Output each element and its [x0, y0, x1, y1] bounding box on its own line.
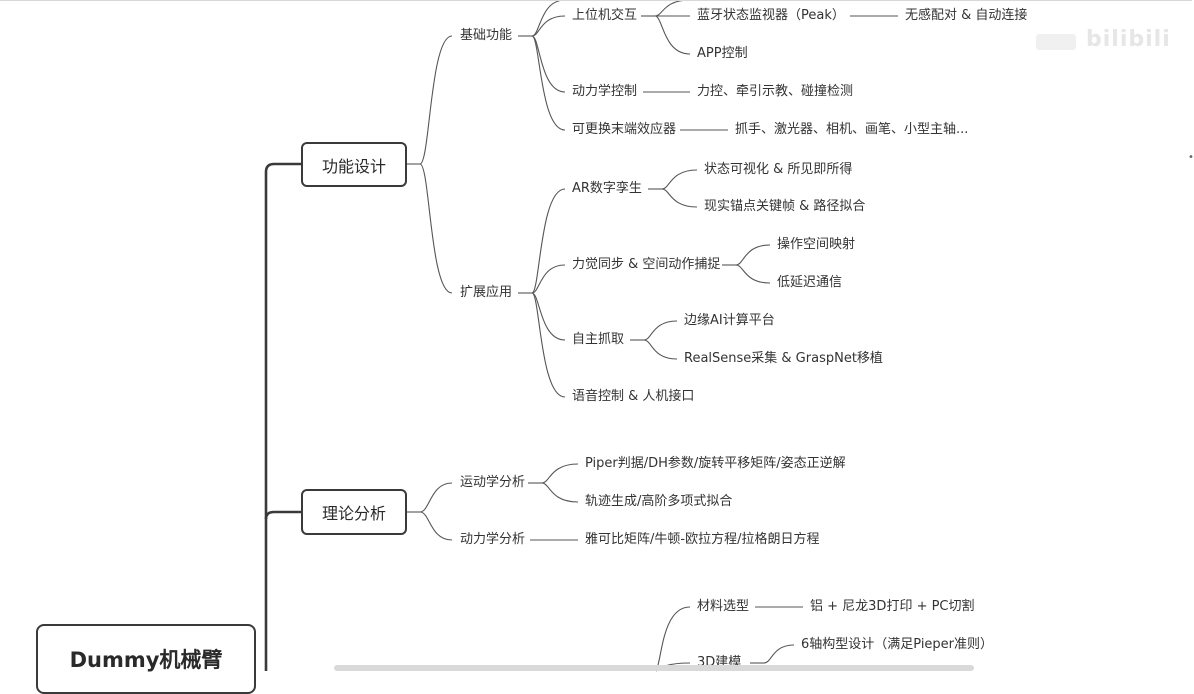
node-ar[interactable]: AR数字孪生 [572, 181, 642, 196]
connector-ext-force [531, 264, 566, 294]
node-theory[interactable]: 理论分析 [301, 489, 407, 535]
connector-ext-ar [531, 188, 566, 294]
node-root[interactable]: Dummy机械臂 [36, 624, 256, 694]
node-kin-1[interactable]: Piper判据/DH参数/旋转平移矩阵/姿态正逆解 [585, 456, 846, 471]
connector-theory-dyn [419, 511, 453, 541]
watermark: bilibili [1086, 27, 1171, 52]
node-func-design-label: 功能设计 [321, 156, 386, 176]
connector-basic-effector [531, 35, 566, 131]
node-model-1[interactable]: 6轴构型设计（满足Pieper准则） [801, 637, 994, 652]
connector-host-top [654, 0, 691, 17]
connector-basic-top [531, 0, 566, 37]
connector-kin-2 [541, 482, 579, 503]
node-force[interactable]: 力觉同步 & 空间动作捕捉 [572, 257, 721, 272]
connector-ar-2 [661, 188, 698, 208]
connector-root-func [264, 162, 302, 671]
horizontal-scrollbar[interactable] [334, 665, 974, 671]
node-host[interactable]: 上位机交互 [572, 8, 638, 23]
connector-hw-material [655, 606, 691, 672]
node-kinematics[interactable]: 运动学分析 [460, 475, 526, 490]
node-voice[interactable]: 语音控制 & 人机接口 [572, 389, 695, 404]
connector-grasp-2 [643, 339, 678, 360]
node-dyn-analysis[interactable]: 动力学分析 [460, 532, 526, 547]
connector-ext-grasp [531, 292, 566, 341]
node-grasp[interactable]: 自主抓取 [572, 332, 625, 347]
node-material-1[interactable]: 铝 + 尼龙3D打印 + PC切割 [810, 599, 975, 614]
node-force-2[interactable]: 低延迟通信 [777, 275, 843, 290]
node-ext[interactable]: 扩展应用 [460, 285, 513, 300]
node-dynamics-control[interactable]: 动力学控制 [572, 84, 638, 99]
connector-force-2 [735, 264, 771, 284]
node-effector[interactable]: 可更换末端效应器 [572, 122, 677, 137]
connector-ar-1 [661, 169, 698, 190]
node-dynamics-detail[interactable]: 力控、牵引示教、碰撞检测 [697, 84, 854, 99]
mindmap-connectors [264, 0, 898, 672]
connector-func-basic [419, 35, 453, 165]
connector-basic-dynamics [531, 35, 566, 93]
node-ar-1[interactable]: 状态可视化 & 所见即所得 [704, 162, 853, 177]
node-kin-2[interactable]: 轨迹生成/高阶多项式拟合 [585, 494, 733, 509]
node-effector-detail[interactable]: 抓手、激光器、相机、画笔、小型主轴... [735, 122, 969, 137]
connector-theory-kin [419, 482, 453, 513]
node-dyn-1[interactable]: 雅可比矩阵/牛顿-欧拉方程/拉格朗日方程 [585, 532, 820, 547]
edge-marker-icon: • [1188, 152, 1194, 163]
node-bt-monitor[interactable]: 蓝牙状态监视器（Peak） [697, 8, 845, 23]
connector-basic-host [531, 15, 566, 37]
top-border [0, 0, 1192, 1]
node-ar-2[interactable]: 现实锚点关键帧 & 路径拟合 [704, 199, 866, 214]
node-material[interactable]: 材料选型 [697, 599, 750, 614]
connector-ext-voice [531, 292, 566, 398]
node-grasp-1[interactable]: 边缘AI计算平台 [684, 313, 775, 328]
node-theory-label: 理论分析 [321, 504, 386, 523]
connector-grasp-1 [643, 320, 678, 341]
connector-kin-1 [541, 463, 579, 484]
node-root-label: Dummy机械臂 [69, 648, 223, 672]
connector-model-1 [763, 644, 795, 664]
node-func-design[interactable]: 功能设计 [301, 142, 407, 187]
node-app[interactable]: APP控制 [697, 46, 748, 61]
connector-force-1 [735, 244, 771, 266]
connector-host-app [654, 15, 691, 55]
node-force-1[interactable]: 操作空间映射 [777, 237, 856, 252]
node-basic[interactable]: 基础功能 [460, 28, 513, 43]
connector-func-ext [419, 163, 453, 294]
watermark-logo-icon [1036, 34, 1076, 50]
node-grasp-2[interactable]: RealSense采集 & GraspNet移植 [684, 351, 883, 366]
node-bt-detail[interactable]: 无感配对 & 自动连接 [905, 8, 1028, 23]
connector-root-theory [264, 510, 302, 520]
